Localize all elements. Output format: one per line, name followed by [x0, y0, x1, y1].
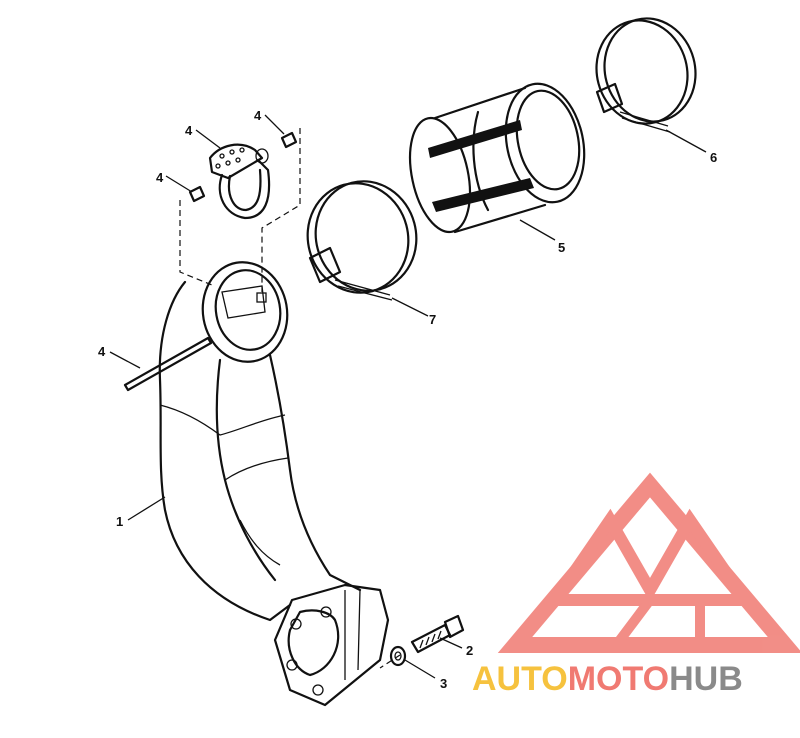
- callout-labels: 1 2 3 4 4 4 4 5 6 7: [98, 108, 717, 691]
- leader-lines: [109, 114, 707, 679]
- svg-text:AUTOMOTOHUB: AUTOMOTOHUB: [472, 660, 743, 698]
- callout-4-screw-left: 4: [156, 170, 164, 185]
- exhaust-elbow-part-1: [158, 261, 390, 707]
- washer-part-3: [389, 645, 407, 667]
- pin-part-4: [123, 336, 213, 392]
- callout-4-screw-upper: 4: [254, 108, 262, 123]
- wordmark-hub: HUB: [669, 660, 743, 698]
- callout-7: 7: [429, 312, 436, 327]
- callout-2: 2: [466, 643, 473, 658]
- callout-4-clip: 4: [185, 123, 193, 138]
- exhaust-hose-part-5: [408, 82, 586, 234]
- callout-5: 5: [558, 240, 565, 255]
- clip-bracket-part-4: [208, 143, 271, 220]
- screw-left-part-4: [188, 185, 206, 203]
- callout-1: 1: [116, 514, 123, 529]
- hose-clamp-part-6: [595, 17, 697, 133]
- callout-6: 6: [710, 150, 717, 165]
- wordmark-moto: MOTO: [568, 660, 669, 698]
- callout-3: 3: [440, 676, 447, 691]
- screw-upper-part-4: [280, 131, 298, 149]
- assembly-guide-lines: [179, 128, 401, 669]
- callout-4-pin: 4: [98, 344, 106, 359]
- wordmark-auto: AUTO: [472, 660, 568, 698]
- automotohub-logo: [497, 472, 800, 653]
- automotohub-wordmark: AUTOMOTOHUB: [472, 660, 743, 698]
- hose-clamp-part-7: [306, 180, 418, 301]
- bolt-part-2: [410, 614, 465, 654]
